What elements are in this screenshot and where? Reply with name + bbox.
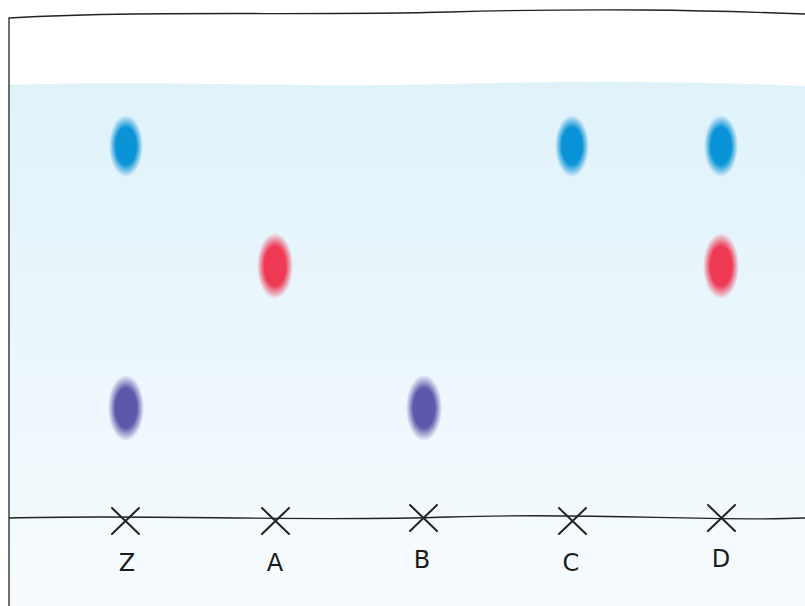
- origin-marks: [112, 505, 735, 534]
- lane-label: C: [563, 551, 580, 575]
- lane-label: D: [712, 547, 730, 571]
- spots: [108, 115, 739, 441]
- solvent-front: [9, 82, 805, 606]
- lane-label: Z: [119, 551, 135, 575]
- lane-label: B: [414, 548, 430, 572]
- paper-edge: [9, 10, 805, 606]
- lane-label: A: [267, 551, 283, 575]
